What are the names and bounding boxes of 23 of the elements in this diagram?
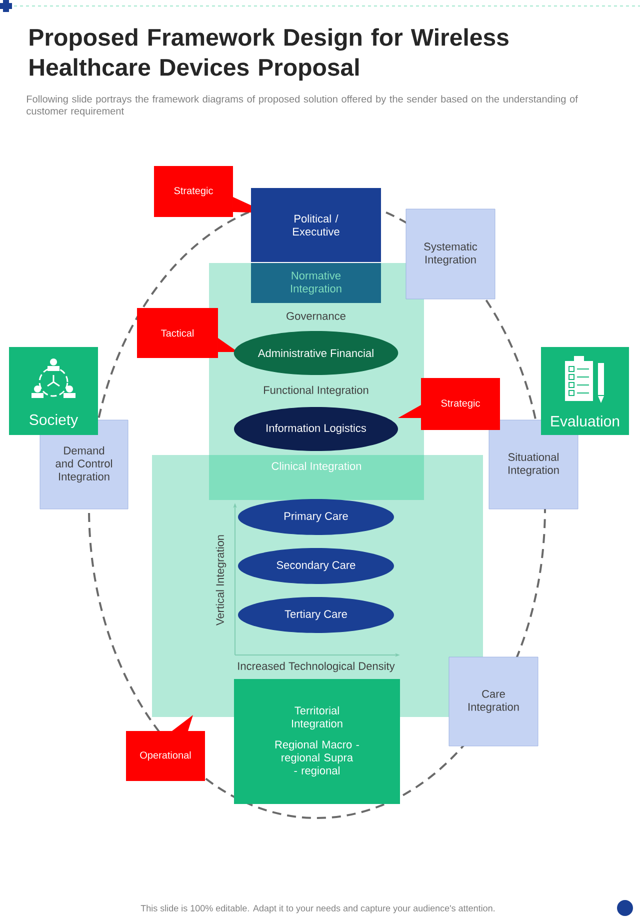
ellipse-label: Administrative Financial — [234, 331, 398, 375]
footer-note: This slide is 100% editable. Adapt it to your needs and capture your audience's attention. — [140, 904, 494, 914]
level-box: Territorial Integration Regional Macro - regional Supra - regional — [234, 679, 400, 804]
callout-box: Strategic — [398, 378, 500, 430]
band-label: Increased Technological Density — [238, 662, 395, 672]
ellipse-label: Tertiary Care — [238, 597, 394, 633]
band-label: Functional Integration — [264, 386, 368, 396]
band-label: Governance — [286, 312, 346, 320]
subtitle: Following slide portrays the framework diagrams of proposed solution offered by the sender based on the understanding of customer requirement — [26, 95, 578, 117]
callout-box: Operational — [126, 715, 205, 781]
ellipse-label: Primary Care — [238, 499, 394, 535]
level-box: Normative Integration — [251, 263, 381, 303]
integration-box: Care Integration — [448, 656, 538, 746]
ellipse-label: Secondary Care — [238, 548, 394, 584]
callout-box: Tactical — [137, 308, 238, 358]
title: Proposed Framework Design for Wireless Healthcare Devices Proposal — [30, 28, 508, 81]
overlap-band: Clinical Integration — [209, 455, 424, 500]
integration-box: Systematic Integration — [406, 208, 496, 300]
level-box: Political / Executive — [251, 188, 381, 262]
callout-box: Strategic — [154, 166, 268, 217]
ellipse-label: Information Logistics — [234, 407, 398, 451]
category-box: Society — [9, 347, 98, 435]
band-label: Vertical Integration — [216, 535, 226, 626]
